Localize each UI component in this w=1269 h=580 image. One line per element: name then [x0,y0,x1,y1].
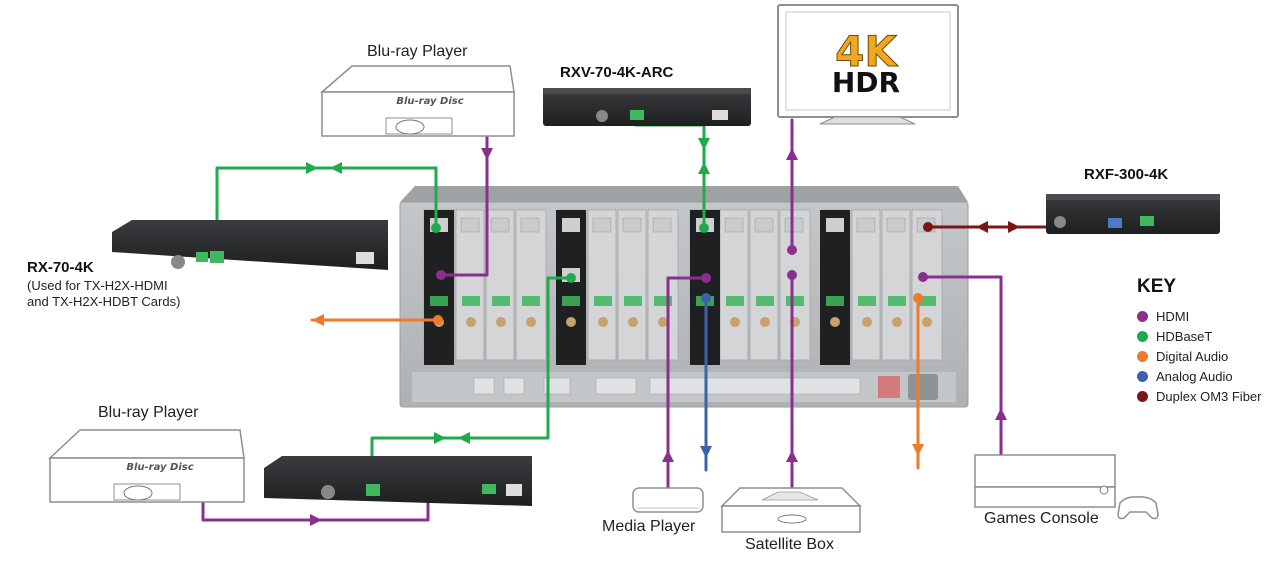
bluray-top-label: Blu-ray Player [367,43,468,60]
tv-4k-text: 4K [835,27,898,76]
rx70-label: RX-70-4K [27,259,94,276]
legend-label: HDMI [1156,308,1190,324]
tv-hdr-text: HDR [832,66,900,99]
legend-dot-icon [1137,370,1148,382]
hdbaset-line-rx70-top [215,166,438,257]
satellite-box-icon [720,487,862,533]
hdmi-line-games [921,275,1003,457]
legend-key: KEY HDMI HDBaseT Digital Audio Analog Au… [1137,276,1267,406]
legend-label: Analog Audio [1156,368,1233,384]
legend-dot-icon [1137,330,1148,342]
receiver-rxf-icon [1046,194,1220,234]
receiver-rx70-top-icon [112,220,388,270]
rx70-note-line-2: and TX-H2X-HDBT Cards) [27,294,181,309]
rxv-label: RXV-70-4K-ARC [560,64,674,81]
legend-item-analog-audio: Analog Audio [1137,366,1267,386]
legend-dot-icon [1137,390,1148,402]
bluray-bottom-label: Blu-ray Player [98,404,199,421]
games-console-label: Games Console [984,510,1099,527]
legend-item-hdmi: HDMI [1137,306,1267,326]
media-player-icon [632,487,704,513]
receiver-rxv-icon [543,88,751,126]
media-player-label: Media Player [602,518,696,535]
legend-label: Digital Audio [1156,348,1229,364]
game-controller-icon [1117,496,1159,520]
connection-arrowheads [306,138,1020,526]
legend-label: Duplex OM3 Fiber [1156,388,1262,404]
satellite-box-label: Satellite Box [745,536,834,553]
bluray-player-bottom-icon: Blu-ray Disc [48,429,245,503]
games-console-icon [974,454,1116,508]
tv-icon: 4K HDR [777,4,959,125]
rxf-label: RXF-300-4K [1084,166,1169,183]
legend-title: KEY [1137,276,1177,297]
bluray-logo-top: Blu-ray Disc [396,96,463,107]
legend-item-digital-audio: Digital Audio [1137,346,1267,366]
rx70-note-line-1: (Used for TX-H2X-HDMI [27,278,168,293]
hdbaset-line-rx70-bottom [370,276,573,492]
hdmi-line-bluray-top [439,116,489,277]
legend-dot-icon [1137,310,1148,322]
legend-label: HDBaseT [1156,328,1213,344]
legend-dot-icon [1137,350,1148,362]
bluray-logo-bottom: Blu-ray Disc [126,462,193,473]
matrix-chassis-icon [399,186,969,408]
bluray-player-icon: Blu-ray Disc [319,65,515,137]
legend-item-fiber: Duplex OM3 Fiber [1137,386,1267,406]
legend-item-hdbaset: HDBaseT [1137,326,1267,346]
receiver-rx70-bottom-icon [264,456,532,506]
